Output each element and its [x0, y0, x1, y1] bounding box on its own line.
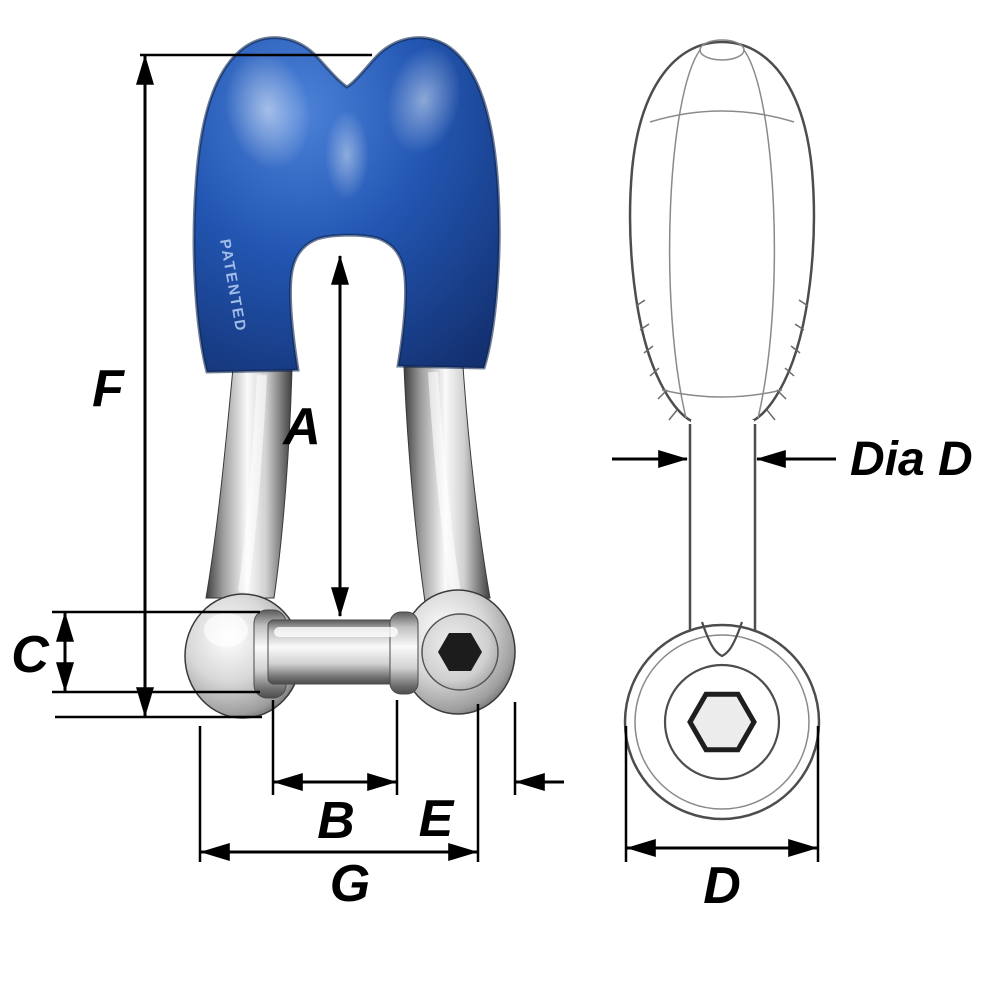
left-eye-highlight — [204, 613, 248, 647]
dim-label-diaD: Dia D — [850, 433, 973, 486]
pin-collar-right — [389, 611, 419, 695]
shaft-side-outline — [688, 424, 757, 630]
dimension-labels: F A C B E G D Dia D — [11, 360, 972, 915]
dim-label-E: E — [419, 790, 455, 848]
front-view: PATENTED — [184, 36, 516, 719]
eye-inner-ring — [634, 634, 810, 810]
cover-highlight — [225, 50, 311, 170]
dim-label-G: G — [330, 855, 370, 913]
shaft-eye-notch — [700, 621, 744, 658]
dim-label-A: A — [281, 398, 321, 456]
shackle-left-leg — [205, 367, 293, 599]
cover-side-contours — [649, 49, 795, 419]
dim-label-F: F — [92, 360, 125, 418]
dim-label-D: D — [703, 857, 741, 915]
hex-socket — [438, 633, 482, 671]
cover-tip-contour — [699, 39, 745, 61]
shaft-fill — [691, 420, 754, 630]
pin-highlight — [274, 627, 398, 637]
extension-lines — [52, 53, 820, 862]
cover-highlight — [386, 45, 462, 155]
pin-head-circle — [663, 663, 781, 781]
dim-label-B: B — [317, 792, 355, 850]
cover-highlight — [325, 110, 369, 200]
left-leg-highlight — [238, 374, 267, 593]
dimension-lines — [52, 53, 836, 862]
dim-label-C: C — [11, 626, 50, 684]
side-view — [623, 39, 821, 821]
knurl-hatching — [635, 299, 809, 421]
cover-side-outline — [628, 40, 816, 426]
hex-socket-side — [687, 691, 757, 753]
right-leg-highlight — [428, 371, 461, 595]
